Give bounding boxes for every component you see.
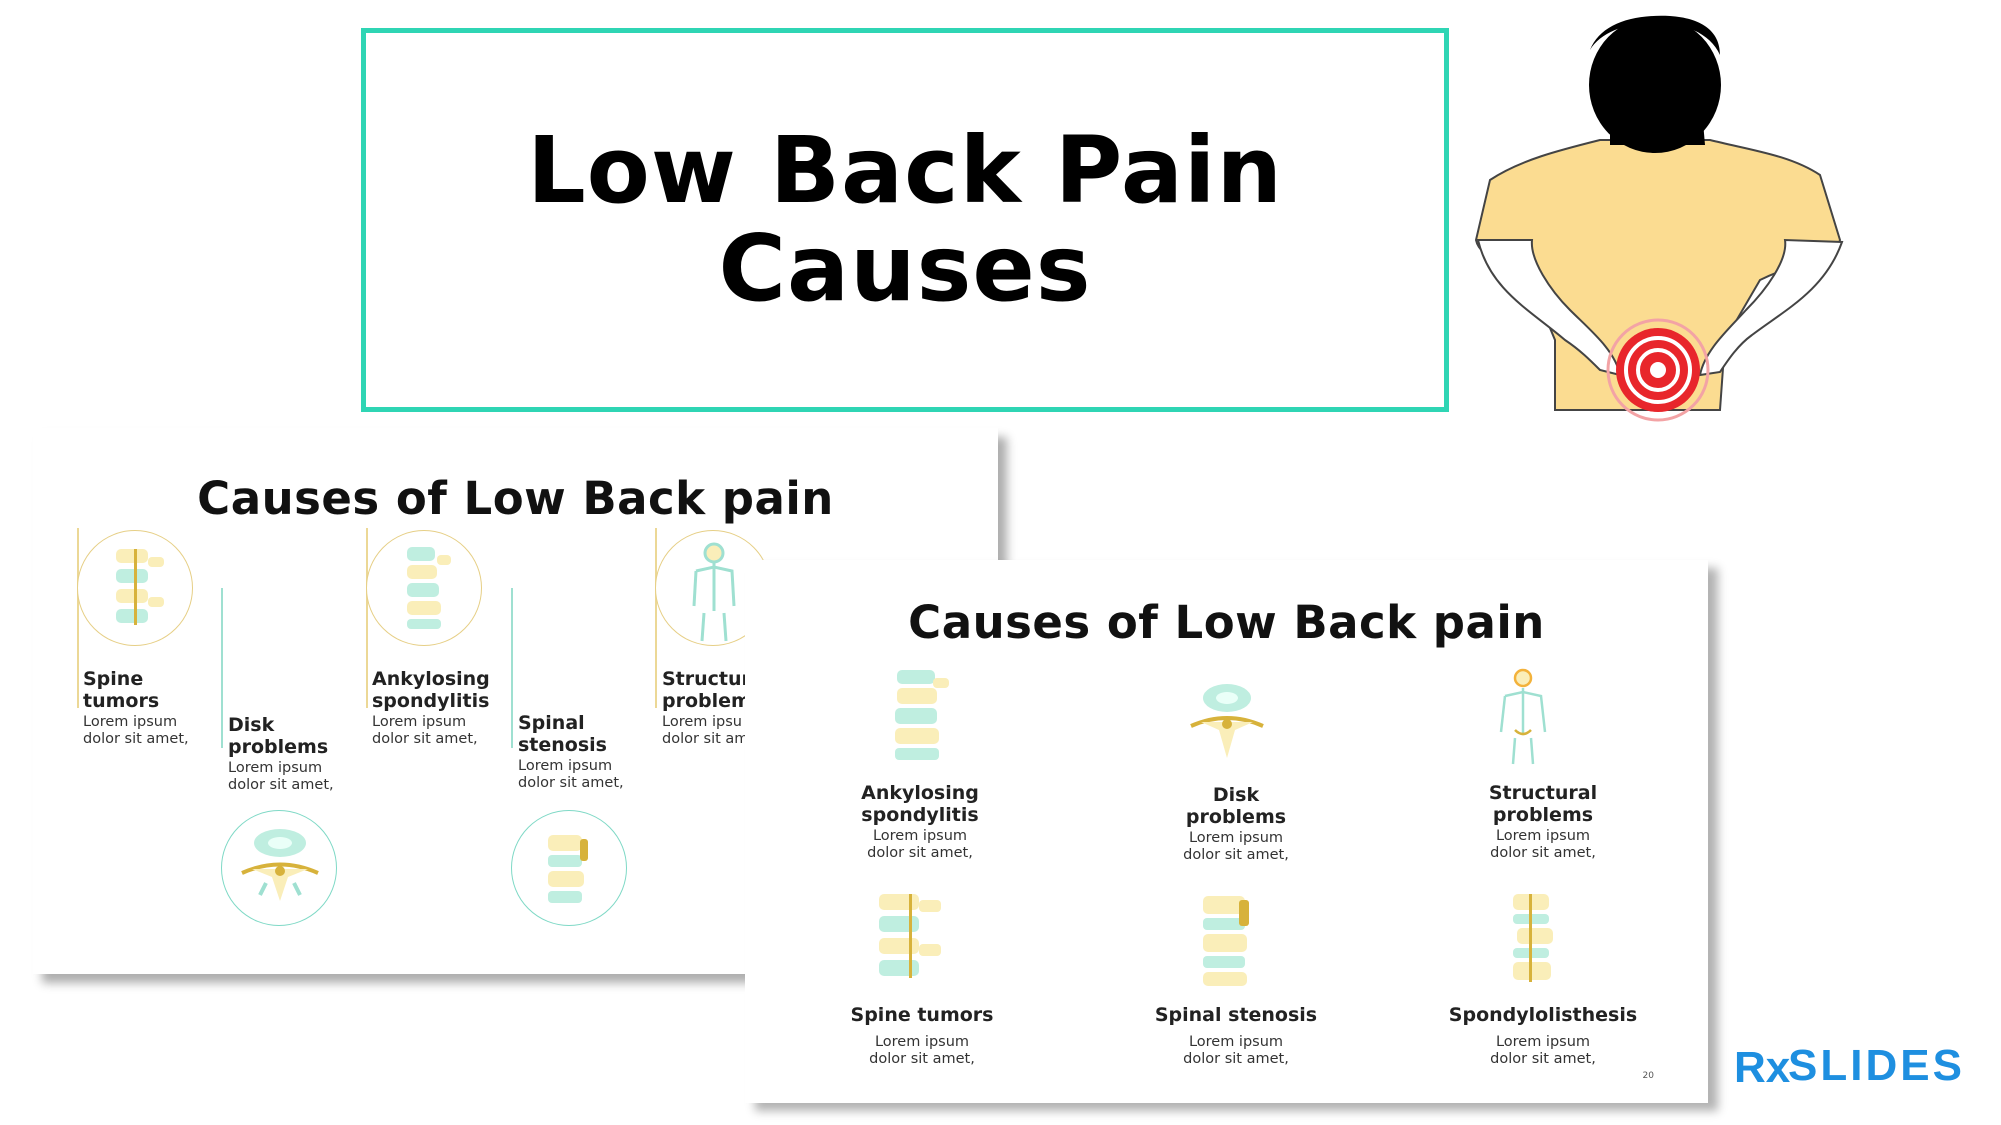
logo-text: SLIDES — [1788, 1041, 1965, 1090]
item-body: Lorem ipsum dolor sit amet, — [1490, 828, 1596, 861]
front-item: Spinal stenosis Lorem ipsum dolor sit am… — [1116, 1004, 1356, 1067]
slide-front-title: Causes of Low Back pain — [908, 596, 1545, 649]
timeline-line — [77, 528, 79, 708]
item-head: Spine tumors — [850, 1004, 994, 1026]
item-head: Spinal stenosis — [518, 712, 607, 756]
stenosis-circle — [511, 810, 627, 926]
timeline-line — [221, 588, 223, 748]
front-item: Structural problems Lorem ipsum dolor si… — [1423, 782, 1663, 861]
disk-icon — [241, 829, 319, 901]
item-head: Ankylosing spondylitis — [372, 668, 490, 712]
item-body: Lorem ipsum dolor sit amet, — [518, 758, 624, 791]
spine-icon — [548, 835, 588, 903]
timeline-line — [655, 528, 657, 708]
front-item: Spine tumors Lorem ipsum dolor sit amet, — [802, 1004, 1042, 1067]
skeleton-icon — [692, 542, 736, 642]
disk-circle — [221, 810, 337, 926]
disk-icon — [1190, 684, 1264, 758]
spine-icon — [895, 670, 949, 760]
item-head: Structur problem — [662, 668, 751, 712]
timeline-line — [366, 528, 368, 708]
spine-icon — [1513, 894, 1553, 982]
skeleton-icon — [1499, 668, 1547, 765]
title-line-2: Causes — [718, 215, 1092, 322]
item-head: Spinal stenosis — [1154, 1004, 1318, 1026]
front-item: Ankylosing spondylitis Lorem ipsum dolor… — [800, 782, 1040, 861]
item-body: Lorem ipsum dolor sit amet, — [1490, 1034, 1596, 1067]
item-head: Disk problems — [228, 714, 329, 758]
item-body: Lorem ipsum dolor sit amet, — [867, 828, 973, 861]
item-body: Lorem ipsum dolor sit amet, — [869, 1034, 975, 1067]
ankylosing-circle — [366, 530, 482, 646]
logo-mark: Rx — [1734, 1043, 1791, 1092]
title-line-1: Low Back Pain — [527, 117, 1283, 224]
pain-target-icon — [1606, 318, 1710, 422]
timeline-line — [511, 588, 513, 748]
item-head: Disk problems — [1185, 784, 1287, 828]
item-body: Lorem ipsu dolor sit am — [662, 714, 749, 747]
item-body: Lorem ipsum dolor sit amet, — [372, 714, 478, 747]
spine-icon — [407, 547, 451, 629]
page-number: 20 — [1642, 1071, 1654, 1081]
slide-back-title: Causes of Low Back pain — [197, 472, 834, 525]
front-item: Spondylolisthesis Lorem ipsum dolor sit … — [1423, 1004, 1663, 1067]
item-body: Lorem ipsum dolor sit amet, — [83, 714, 189, 747]
slide-front: Causes of Low Back pain Ankylosing spond… — [745, 560, 1708, 1103]
spine-icon — [116, 549, 164, 625]
spine-tumor-circle — [77, 530, 193, 646]
item-body: Lorem ipsum dolor sit amet, — [1183, 830, 1289, 863]
item-body: Lorem ipsum dolor sit amet, — [1183, 1034, 1289, 1067]
back-pain-illustration — [1474, 15, 1844, 422]
front-item: Disk problems Lorem ipsum dolor sit amet… — [1116, 784, 1356, 863]
item-head: Spine tumors — [83, 668, 160, 712]
spine-icon — [879, 894, 941, 978]
item-body: Lorem ipsum dolor sit amet, — [228, 760, 334, 793]
title-card: Low Back Pain Causes — [361, 28, 1449, 412]
spine-icon — [1203, 896, 1249, 986]
item-head: Ankylosing spondylitis — [861, 782, 979, 826]
rx-slides-logo: Rx SLIDES — [1734, 1041, 1965, 1092]
item-head: Structural problems — [1488, 782, 1598, 826]
item-head: Spondylolisthesis — [1448, 1004, 1638, 1026]
